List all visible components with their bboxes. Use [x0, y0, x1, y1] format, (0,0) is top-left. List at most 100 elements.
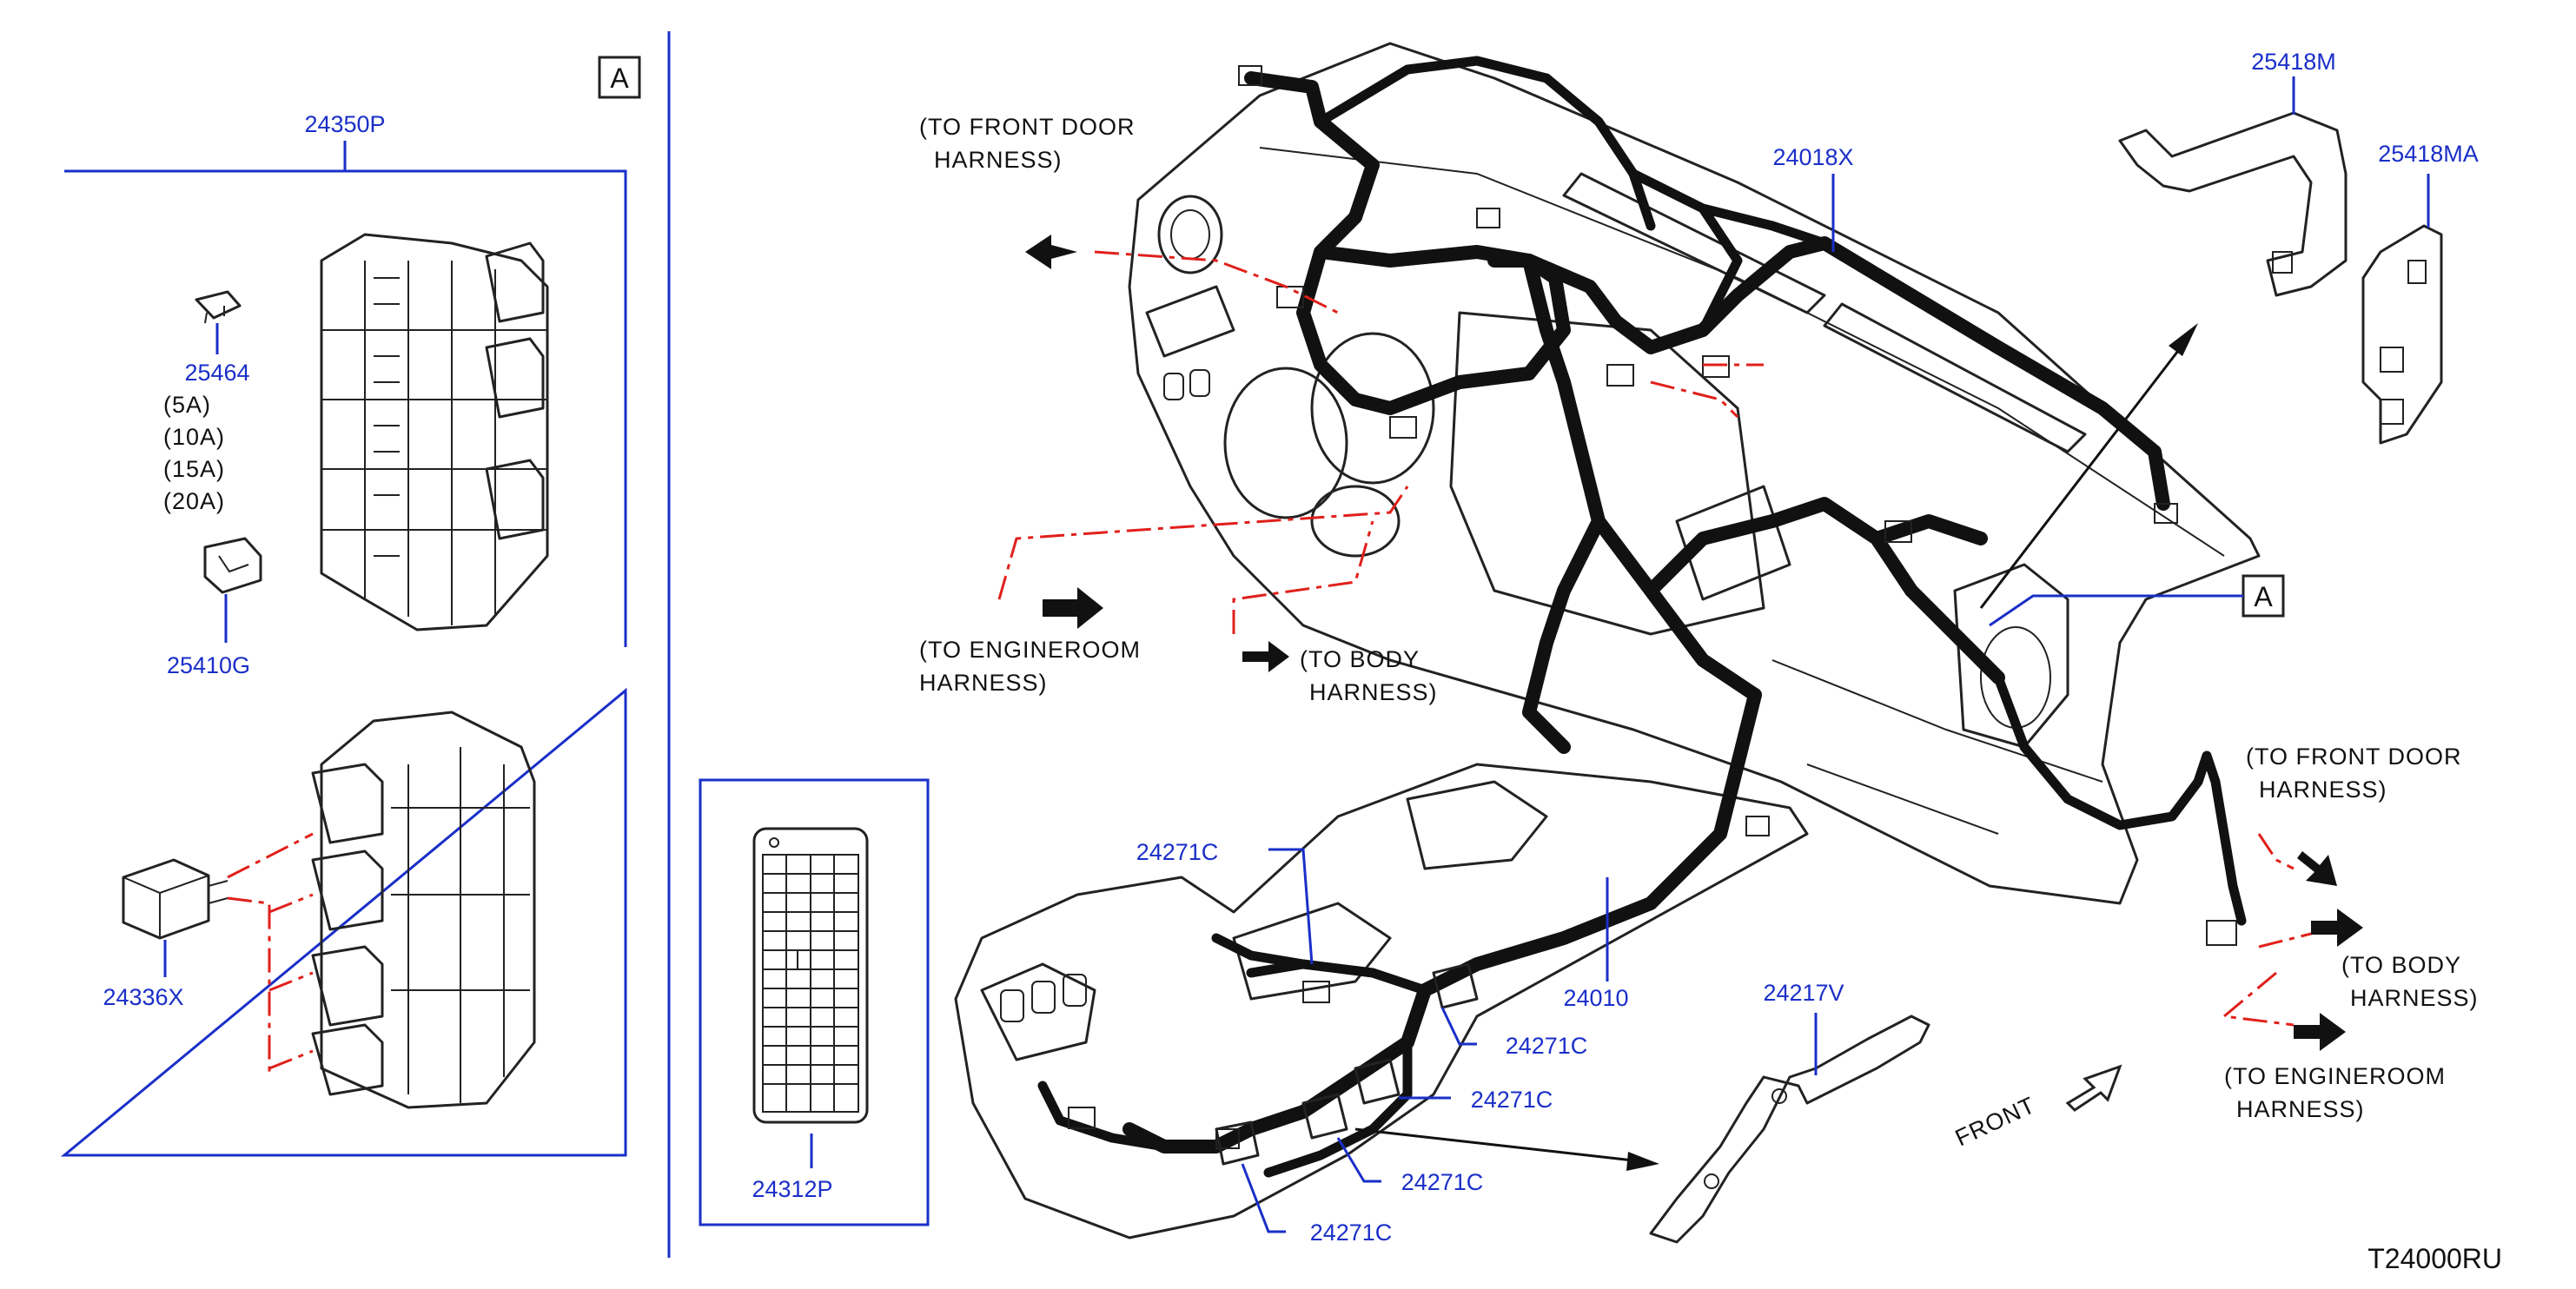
part-label-24271C-4: 24271C	[1401, 1169, 1484, 1195]
dash-line-body-left	[1232, 520, 1374, 634]
relay-icon	[122, 858, 228, 940]
note-front-door-left-line1: (TO FRONT DOOR	[919, 114, 1136, 140]
inset-label-frame	[699, 778, 930, 1226]
part-label-24271C-1: 24271C	[1136, 839, 1219, 865]
fuse-rating-10a: (10A)	[163, 424, 225, 450]
glovebox-area	[1771, 659, 2103, 835]
label-card-dot	[769, 837, 779, 848]
note-engineroom-right-line1: (TO ENGINEROOM	[2224, 1063, 2446, 1089]
leader-24271C-1	[1268, 848, 1314, 965]
instrument-harness-right	[1993, 672, 2247, 926]
instrument-harness-24018X	[1244, 71, 2170, 511]
lower-fuse-block	[311, 711, 536, 1109]
arrow-to-24217V-icon	[1354, 1127, 1659, 1171]
part-label-24271C-2: 24271C	[1506, 1033, 1588, 1059]
part-label-24010: 24010	[1563, 985, 1628, 1011]
note-body-right-line2: HARNESS)	[2350, 985, 2479, 1011]
leader-section-mark-main	[1989, 594, 2243, 627]
leader-24271C-2	[1440, 1007, 1477, 1046]
front-direction-label: FRONT	[1951, 1092, 2039, 1152]
fuse-rating-20a: (20A)	[163, 488, 225, 514]
note-body-left-line1: (TO BODY	[1300, 646, 1420, 672]
upper-fuse-block	[320, 233, 549, 631]
fuse-label-grid	[762, 854, 859, 1113]
part-label-24217V: 24217V	[1763, 980, 1844, 1006]
console-rear-switches	[980, 962, 1096, 1061]
floor-console	[954, 763, 1809, 1239]
part-label-24018X: 24018X	[1772, 144, 1853, 170]
left-air-vent	[1157, 195, 1223, 274]
meter-cluster-left	[1223, 367, 1348, 519]
switch-left-1	[1163, 373, 1184, 400]
part-label-25464: 25464	[184, 360, 249, 386]
note-front-door-right-line1: (TO FRONT DOOR	[2246, 744, 2462, 770]
console-harness-24010	[1122, 688, 1762, 1153]
part-label-25418M: 25418M	[2251, 49, 2336, 75]
fuse-rating-15a: (15A)	[163, 456, 225, 482]
left-air-vent-inner	[1170, 209, 1210, 260]
relay-dash-guides	[227, 832, 314, 1077]
dash-line-center	[1650, 363, 1764, 419]
console-storage	[1406, 780, 1548, 870]
arrow-body-right-icon	[2311, 909, 2363, 947]
bracket-25418MA	[2361, 224, 2443, 445]
note-front-door-left-line2: HARNESS)	[934, 147, 1063, 173]
arrow-front-door-right-icon	[2297, 851, 2337, 886]
arrow-engineroom-left-icon	[1043, 587, 1103, 629]
rear-switch-2	[1031, 981, 1056, 1014]
rear-switch-1	[1000, 989, 1024, 1022]
bracket-24217V	[1649, 1015, 1930, 1244]
diagram-code: T24000RU	[2367, 1243, 2502, 1274]
fuse-icon	[195, 290, 242, 324]
inset-label-card: 24312P	[699, 778, 930, 1226]
cupholder	[1232, 902, 1392, 1001]
note-body-right-line1: (TO BODY	[2341, 952, 2461, 978]
center-stack-vent	[1675, 485, 1791, 601]
fuse-label-card	[752, 827, 869, 1124]
switch-left-2	[1189, 369, 1210, 397]
leader-24271C-4	[1336, 1137, 1381, 1183]
defroster-vent	[1562, 172, 1826, 314]
inset-junction-block: A 24350P 25464 (5A) (10A) (15A) (20A) 25…	[60, 56, 641, 1157]
fuse-puller-icon	[203, 537, 262, 594]
dashboard-outline	[1128, 42, 2261, 905]
section-mark-label: A	[610, 63, 629, 94]
part-label-25418MA: 25418MA	[2378, 141, 2479, 167]
meter-cluster-right	[1310, 332, 1435, 485]
part-label-24271C-5: 24271C	[1310, 1220, 1393, 1246]
inset-frame	[60, 169, 627, 1157]
dashboard-assembly: FRONT A 25418M 25418MA 24217V 24	[919, 42, 2502, 1274]
console-harness-branch	[1037, 933, 1430, 1178]
section-mark-box	[598, 56, 641, 99]
center-stack	[1449, 311, 1765, 636]
note-engineroom-left-line1: (TO ENGINEROOM	[919, 637, 1141, 663]
dash-line-front-door-left	[1094, 250, 1339, 314]
part-label-24271C-3: 24271C	[1471, 1087, 1553, 1113]
bracket-25418M	[2118, 111, 2348, 297]
rear-switch-3	[1063, 974, 1087, 1007]
arrow-body-left-icon	[1242, 641, 1289, 672]
defroster-vent-2	[1823, 302, 2087, 453]
note-engineroom-right-line2: HARNESS)	[2236, 1096, 2365, 1122]
note-body-left-line2: HARNESS)	[1309, 679, 1438, 705]
lower-left-panel	[1145, 285, 1235, 358]
note-engineroom-left-line2: HARNESS)	[919, 670, 1048, 696]
harness-connectors	[1068, 65, 2237, 1149]
leader-24271C-5	[1241, 1163, 1286, 1233]
dash-line-engineroom-left	[997, 486, 1409, 600]
front-direction-arrow-icon	[2065, 1064, 2122, 1112]
instrument-harness-branch-center	[1522, 254, 2005, 754]
steering-column	[1310, 485, 1401, 558]
right-vent-shell	[1953, 563, 2069, 749]
part-label-24336X: 24336X	[103, 984, 183, 1010]
part-label-24350P: 24350P	[304, 111, 385, 137]
part-label-25410G: 25410G	[167, 652, 250, 678]
instrument-harness-branch-top	[1315, 56, 1830, 335]
note-front-door-right-line2: HARNESS)	[2259, 777, 2387, 803]
arrow-to-bracket-icon	[1979, 323, 2198, 609]
harness-clips	[1215, 962, 1479, 1166]
section-mark-label-main: A	[2254, 581, 2273, 612]
arrow-engineroom-right-icon	[2294, 1013, 2346, 1051]
part-label-24312P: 24312P	[752, 1176, 832, 1202]
